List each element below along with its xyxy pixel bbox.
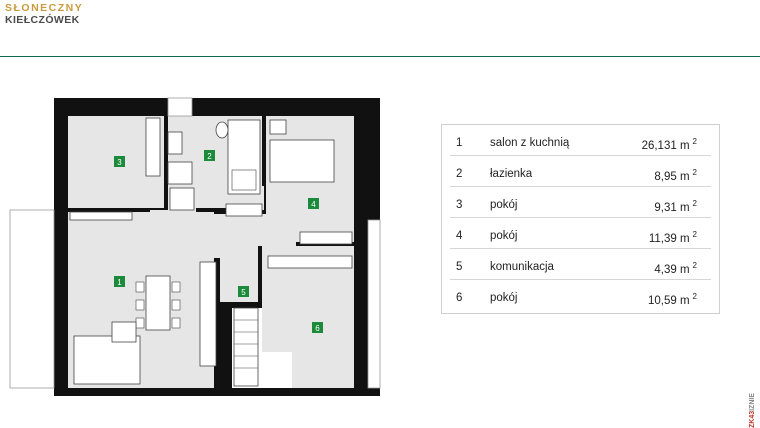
dining-table	[145, 275, 171, 331]
side-note: ZK43IZNIE	[749, 392, 756, 428]
stair-landing	[260, 352, 292, 388]
washbasin	[167, 131, 183, 155]
wall-3-1	[68, 208, 134, 212]
room-name: pokój	[490, 292, 518, 304]
terrace-left	[9, 209, 55, 389]
wall-3-2	[164, 116, 168, 208]
room-name: pokój	[490, 230, 518, 242]
room-marker-box-6	[312, 322, 323, 333]
brand-line-2: KIEŁCZÓWEK	[5, 13, 80, 26]
room-marker-1: 1	[117, 278, 122, 287]
brand-logo: SŁONECZNY KIEŁCZÓWEK	[5, 3, 83, 25]
room-marker-6: 6	[315, 324, 320, 333]
room-marker-box-2	[204, 150, 215, 161]
room-name: komunikacja	[490, 261, 554, 273]
wardrobe-6	[267, 255, 353, 269]
room-number: 1	[456, 137, 463, 149]
room-name: salon z kuchnią	[490, 137, 570, 149]
coffee-table	[111, 321, 137, 343]
shower-tray	[169, 187, 195, 211]
room-name: pokój	[490, 199, 518, 211]
room-marker-box-4	[308, 198, 319, 209]
window-right	[367, 219, 381, 389]
room-number: 2	[456, 168, 463, 180]
room-number: 4	[456, 230, 463, 242]
washing-machine	[167, 161, 193, 185]
room-marker-box-5	[238, 286, 249, 297]
room-number: 3	[456, 199, 463, 211]
brand-line-1: SŁONECZNY	[5, 2, 84, 14]
toilet	[215, 121, 229, 139]
room-name: łazienka	[490, 168, 533, 180]
room-marker-box-1	[114, 276, 125, 287]
wardrobe-1	[69, 211, 133, 221]
wardrobe-4	[299, 231, 353, 245]
staircase	[233, 307, 259, 387]
kitchen-counter	[199, 261, 217, 367]
room-number: 6	[456, 292, 463, 304]
wall-5-6	[258, 246, 262, 304]
room-number: 5	[456, 261, 463, 273]
sofa	[73, 335, 141, 385]
room-marker-4: 4	[311, 200, 316, 209]
room-marker-2: 2	[207, 152, 212, 161]
wall-2-4	[262, 116, 266, 186]
room-marker-box-3	[114, 156, 125, 167]
wardrobe-hall	[225, 203, 263, 217]
bed	[269, 139, 335, 183]
wall-kitchen	[214, 258, 220, 388]
room-marker-5: 5	[241, 288, 246, 297]
wall-stairs	[228, 304, 262, 308]
floor-plan: 1 2 3 4 5 6	[9, 97, 381, 396]
window-top	[167, 97, 193, 117]
header-divider	[0, 56, 760, 57]
wardrobe-3	[145, 117, 161, 177]
room-marker-3: 3	[117, 158, 122, 167]
